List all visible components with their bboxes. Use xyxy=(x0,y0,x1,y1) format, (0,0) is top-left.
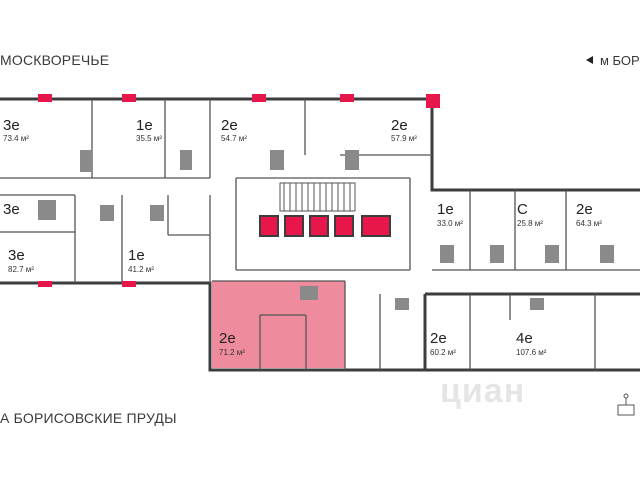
apt-type-label: 2е xyxy=(391,117,408,134)
apt-type-label: С xyxy=(517,201,528,218)
street-label-top: МОСКВОРЕЧЬЕ xyxy=(0,52,110,68)
apt-area-label: 60.2 м² xyxy=(430,348,456,357)
building-icon xyxy=(617,393,635,416)
apt-area-label: 71.2 м² xyxy=(219,348,245,357)
apt-type-label: 2е xyxy=(576,201,593,218)
metro-label: м БОР xyxy=(600,53,640,68)
apt-area-label: 54.7 м² xyxy=(221,134,247,143)
outer-walls xyxy=(0,97,640,372)
apt-type-label: 3е xyxy=(3,201,20,218)
apt-type-label: 1е xyxy=(128,247,145,264)
apt-area-label: 73.4 м² xyxy=(3,134,29,143)
highlighted-apartment-area xyxy=(212,281,345,368)
metro-arrow-icon xyxy=(586,56,593,64)
apt-area-label: 57.9 м² xyxy=(391,134,417,143)
apt-type-label: 1е xyxy=(136,117,153,134)
apt-area-label: 41.2 м² xyxy=(128,265,154,274)
apt-type-label: 4е xyxy=(516,330,533,347)
apartment-labels: 3е 73.4 м² 1е 35.5 м² 2е 54.7 м² 2е 57.9… xyxy=(3,117,602,357)
apt-area-label: 35.5 м² xyxy=(136,134,162,143)
watermark-text: циан xyxy=(440,372,526,410)
apt-area-label: 64.3 м² xyxy=(576,219,602,228)
apt-area-label: 33.0 м² xyxy=(437,219,463,228)
apt-type-label: 2е xyxy=(221,117,238,134)
bathroom-fixtures xyxy=(38,150,614,310)
apt-type-label: 2е xyxy=(430,330,447,347)
elevator-shafts xyxy=(259,215,391,237)
apt-type-label: 3е xyxy=(3,117,20,134)
apt-type-label: 3е xyxy=(8,247,25,264)
stairwell xyxy=(279,182,356,212)
apt-type-label: 1е xyxy=(437,201,454,218)
facade-accents xyxy=(38,94,440,287)
apt-area-label: 25.8 м² xyxy=(517,219,543,228)
street-label-bottom: А БОРИСОВСКИЕ ПРУДЫ xyxy=(0,410,177,426)
apt-area-label: 107.6 м² xyxy=(516,348,547,357)
apt-area-label: 82.7 м² xyxy=(8,265,34,274)
apt-type-label: 2е xyxy=(219,330,236,347)
